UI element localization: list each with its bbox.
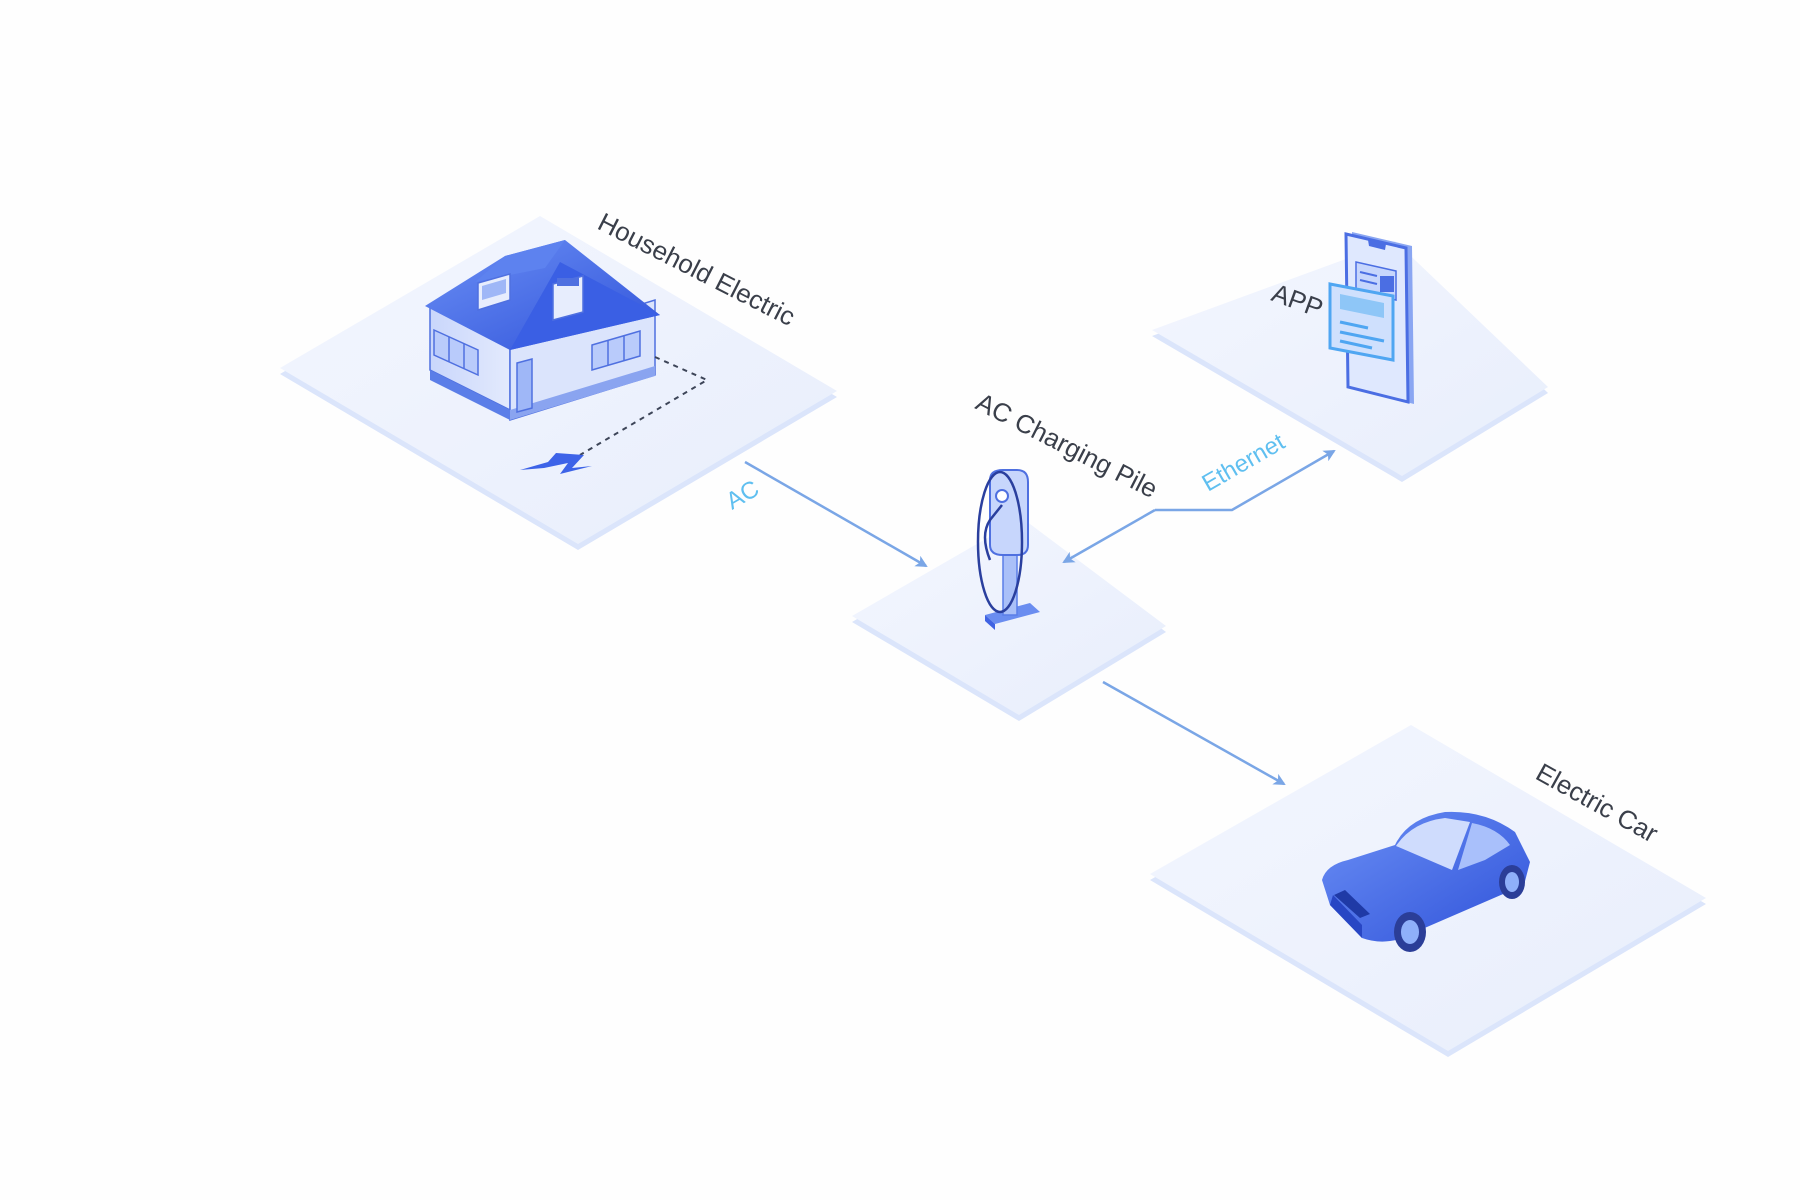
charging-pile-icon	[976, 469, 1040, 630]
app-card-icon	[1328, 282, 1395, 362]
ethernet-link-label: Ethernet	[1198, 428, 1290, 497]
car-icon	[1322, 811, 1530, 952]
ac-link-label: AC	[722, 475, 764, 515]
house-icon	[425, 240, 660, 422]
arrow-household-to-charger	[744, 460, 928, 568]
arrow-charger-to-car	[1102, 680, 1286, 786]
lightning-bolt-icon	[520, 453, 592, 474]
arrow-ethernet-bidirectional	[1062, 449, 1336, 564]
